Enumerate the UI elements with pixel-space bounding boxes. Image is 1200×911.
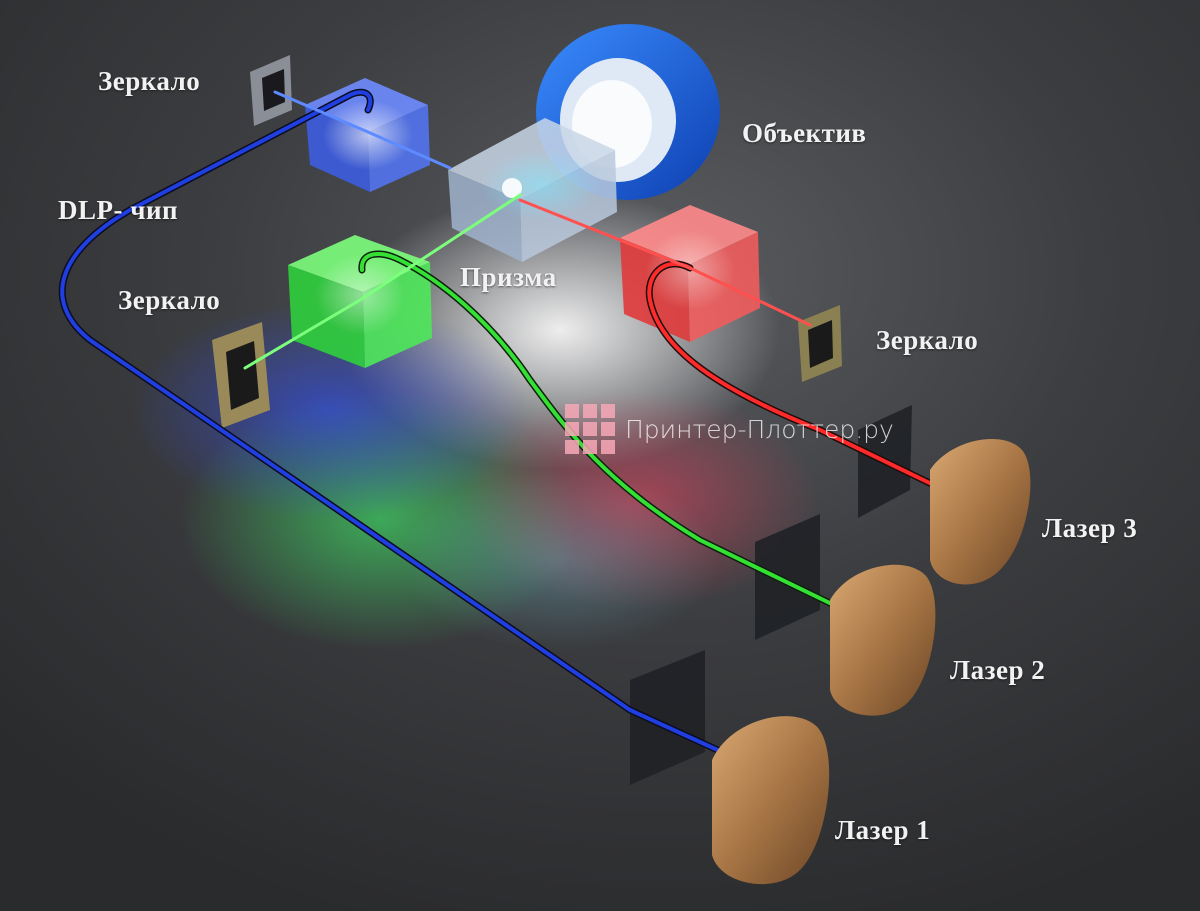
- label-mirror-right: Зеркало: [876, 325, 979, 355]
- watermark: Принтер-Плоттер.ру: [565, 404, 894, 454]
- laser-2-housing: [830, 564, 936, 716]
- label-mirror-left: Зеркало: [118, 285, 221, 315]
- watermark-text: Принтер-Плоттер.ру: [625, 414, 894, 444]
- filter-plate-2: [755, 514, 820, 640]
- mirror-left: [212, 322, 270, 428]
- laser-3-housing: [930, 439, 1031, 585]
- label-laser-3: Лазер 3: [1042, 513, 1138, 543]
- label-laser-1: Лазер 1: [835, 815, 931, 845]
- blue-laser-beam: [58, 88, 726, 756]
- label-laser-2: Лазер 2: [950, 655, 1046, 685]
- label-prism: Призма: [460, 262, 557, 292]
- mirror-top-left: [250, 55, 292, 126]
- red-laser-beam: [518, 198, 944, 492]
- grid-logo-icon: [565, 404, 615, 454]
- label-mirror-top-left: Зеркало: [98, 66, 201, 96]
- label-dlp-chip: DLP- чип: [58, 195, 179, 225]
- label-lens: Объектив: [742, 118, 867, 148]
- green-laser-beam: [243, 193, 844, 612]
- laser-1-housing: [712, 716, 830, 885]
- filter-plate-1: [630, 650, 705, 785]
